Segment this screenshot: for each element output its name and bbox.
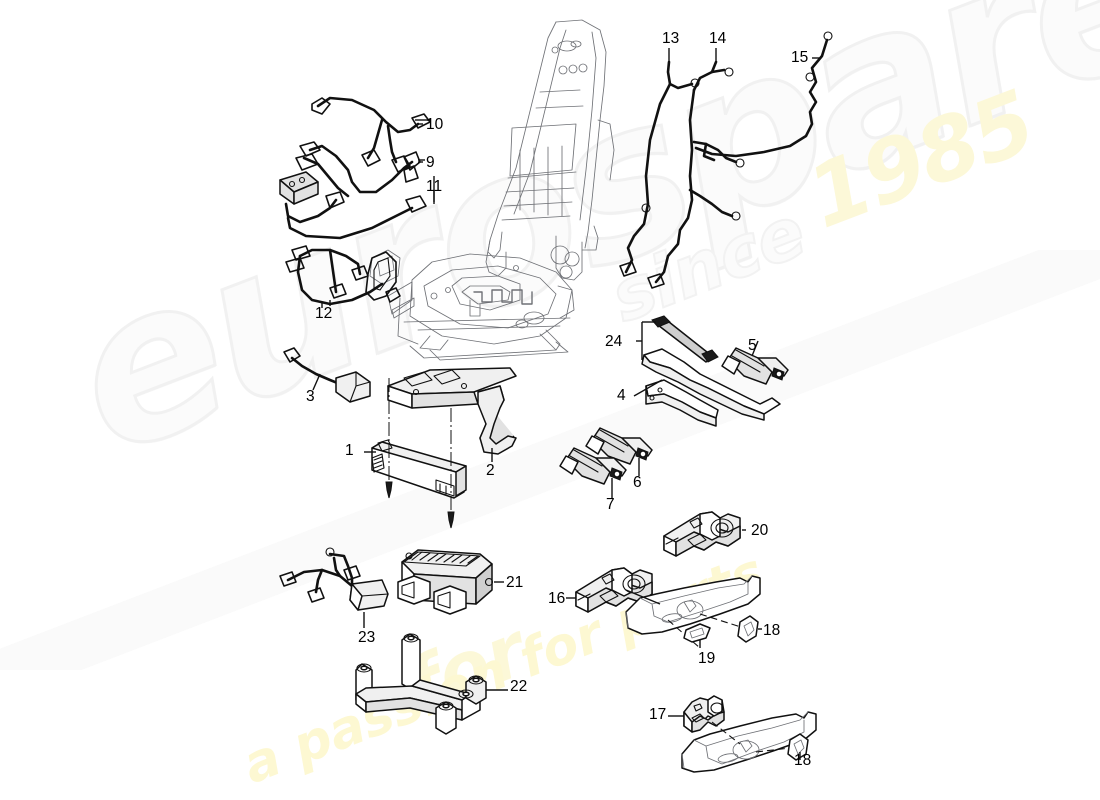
callout-11: 11 — [426, 178, 443, 195]
callout-10: 10 — [426, 116, 444, 133]
callout-18: 18 — [763, 622, 781, 639]
callout-22: 22 — [510, 678, 528, 695]
callout-7: 7 — [606, 496, 615, 513]
callout-12: 12 — [315, 305, 333, 322]
callout-24: 24 — [605, 333, 623, 350]
part-14-wiring-harness — [647, 48, 745, 289]
part-11-wiring-harness — [279, 171, 435, 240]
part-18-cover-cap-lower — [787, 733, 809, 761]
callout-23: 23 — [358, 629, 376, 646]
callout-3: 3 — [306, 388, 315, 405]
part-15-wiring-harness — [694, 31, 833, 158]
part-21-airbag-control-unit — [397, 549, 504, 615]
part-10-wiring-harness — [311, 96, 431, 173]
callout-17: 17 — [649, 706, 667, 723]
callout-5: 5 — [748, 337, 757, 354]
part-18-cover-cap-upper — [737, 615, 762, 643]
trim-panel-lower — [681, 711, 817, 773]
callout-6: 6 — [633, 474, 642, 491]
part-12-wiring-harness — [285, 245, 401, 306]
callout-19: 19 — [698, 650, 716, 667]
part-3-adapter-cable — [283, 347, 371, 403]
part-2-support-rail — [387, 367, 517, 462]
part-20-seat-adjuster-right — [663, 511, 746, 557]
callout-2: 2 — [486, 462, 495, 479]
seat-base-frame — [387, 253, 575, 361]
callout-15: 15 — [791, 49, 809, 66]
callout-16: 16 — [548, 590, 566, 607]
callout-4: 4 — [617, 387, 626, 404]
callout-21: 21 — [506, 574, 524, 591]
part-22-mounting-bracket — [355, 633, 508, 735]
part-19-cover-cap-center — [683, 623, 711, 648]
part-23-connector-housing — [279, 547, 389, 628]
callout-1: 1 — [345, 442, 354, 459]
part-13-wiring-harness — [619, 48, 700, 277]
callout-18-lower: 18 — [794, 752, 812, 769]
leader-lines — [321, 123, 435, 308]
callout-13: 13 — [662, 30, 680, 47]
callout-20: 20 — [751, 522, 769, 539]
callout-9: 9 — [426, 154, 435, 171]
callout-14: 14 — [709, 30, 727, 47]
seat-backrest-frame — [485, 19, 615, 281]
part-17-switch-module-lower — [668, 695, 725, 733]
